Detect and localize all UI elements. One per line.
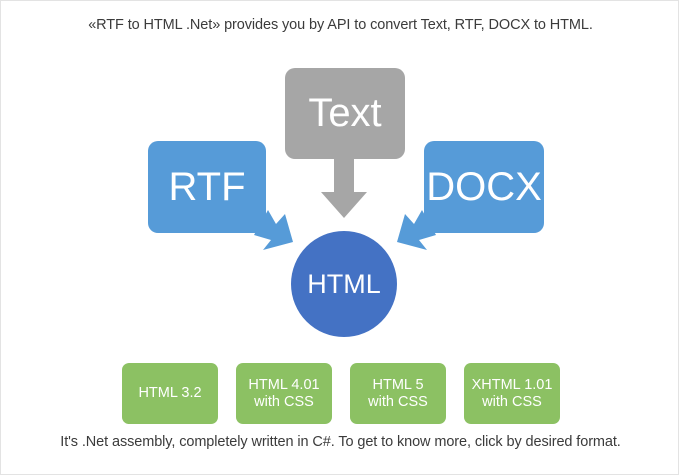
output-box-html5[interactable]: HTML 5 with CSS	[350, 363, 446, 424]
output-box-html5-line1: HTML 5	[372, 376, 424, 393]
output-format-list: HTML 3.2 HTML 4.01 with CSS HTML 5 with …	[122, 363, 560, 424]
output-box-html32-line1: HTML 3.2	[138, 385, 202, 401]
output-box-html32[interactable]: HTML 3.2	[122, 363, 218, 424]
output-box-html401-line2: with CSS	[254, 393, 314, 410]
output-box-xhtml101-line2: with CSS	[482, 393, 542, 410]
output-box-html5-line2: with CSS	[368, 393, 428, 410]
intro-caption: «RTF to HTML .Net» provides you by API t…	[88, 17, 593, 33]
output-box-html401-line1: HTML 4.01	[248, 376, 320, 393]
source-box-rtf[interactable]: RTF	[148, 141, 266, 233]
source-box-docx-label: DOCX	[426, 164, 542, 209]
source-box-text[interactable]: Text	[285, 68, 405, 159]
output-box-xhtml101[interactable]: XHTML 1.01 with CSS	[464, 363, 560, 424]
source-box-rtf-label: RTF	[168, 164, 246, 209]
footer-caption: It's .Net assembly, completely written i…	[60, 434, 621, 450]
target-circle-html[interactable]: HTML	[291, 231, 397, 337]
arrow-down-icon	[321, 158, 367, 218]
source-box-text-label: Text	[308, 91, 382, 135]
target-circle-html-label: HTML	[307, 268, 381, 299]
output-box-xhtml101-line1: XHTML 1.01	[471, 376, 553, 393]
output-box-html401[interactable]: HTML 4.01 with CSS	[236, 363, 332, 424]
source-box-docx[interactable]: DOCX	[424, 141, 544, 233]
